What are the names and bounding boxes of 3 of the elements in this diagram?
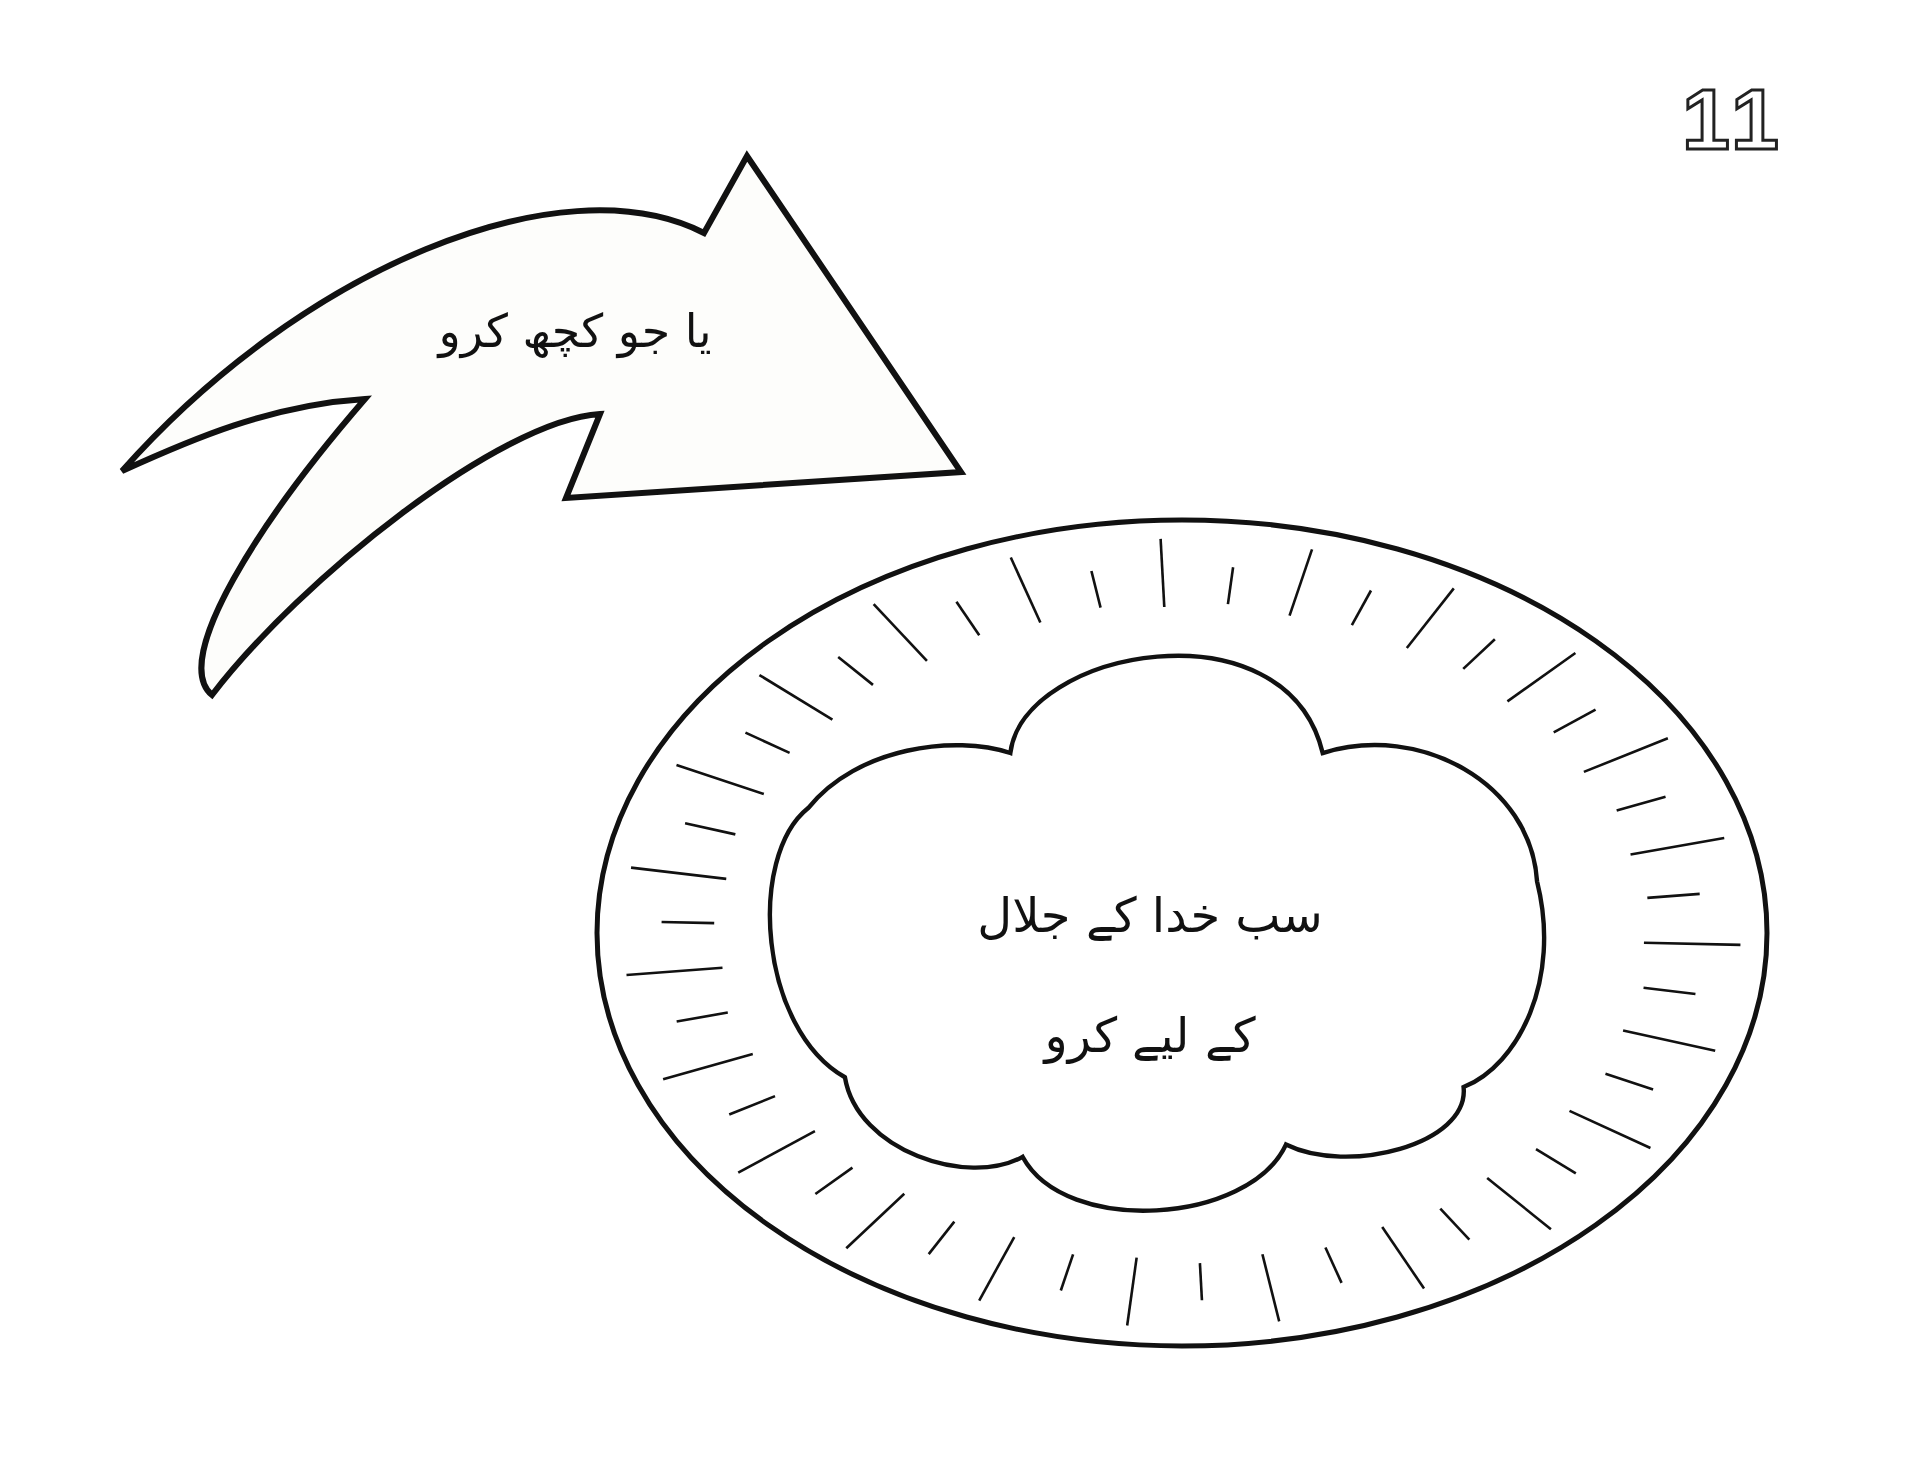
cloud-text: سب خدا کے جلال کے لیے کرو <box>976 886 1324 1066</box>
page-number: 11 <box>1682 76 1785 162</box>
arrow-text: یا جو کچھ کرو <box>438 303 712 361</box>
